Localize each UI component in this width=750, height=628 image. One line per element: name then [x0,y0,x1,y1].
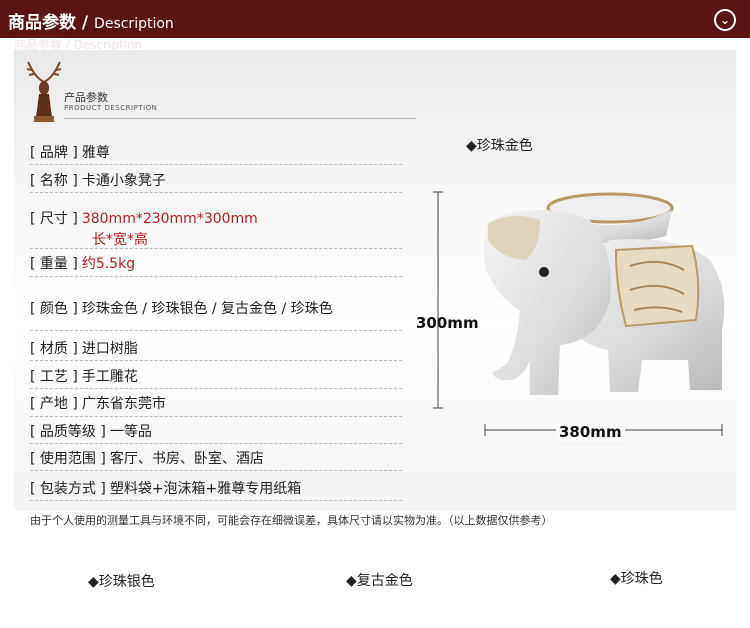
spec-value: 卡通小象凳子 [81,173,166,189]
chevron-down-circle-icon[interactable]: ⌄ [714,9,736,31]
divider [30,470,402,471]
height-dimension-label: 300mm [416,314,479,332]
elephant-stool-image [433,191,725,436]
header-separator: / [76,13,95,33]
spec-row-craft: [ 工艺 ]手工雕花 [30,366,138,386]
divider [30,500,402,501]
spec-row-origin: [ 产地 ]广东省东莞市 [30,393,166,413]
section-header: 商品参数 / Description ⌄ [0,0,750,38]
spec-value: 手工雕花 [81,369,138,385]
spec-value: 塑料袋+泡沫箱+雅尊专用纸箱 [109,481,302,497]
deer-logo-icon [26,61,62,122]
spec-row-grade: [ 品质等级 ]一等品 [30,421,152,441]
divider [30,164,402,165]
measurement-disclaimer: 由于个人使用的测量工具与环境不同，可能会存在细微误差，具体尺寸请以实物为准。（以… [30,514,553,527]
divider [30,330,402,331]
brand-title-cn: 产品参数 [64,91,108,104]
spec-label: [ 工艺 ] [30,369,78,385]
spec-row-color: [ 颜色 ]珍珠金色 / 珍珠银色 / 复古金色 / 珍珠色 [30,298,333,318]
color-label-antique-gold: ◆复古金色 [346,573,413,589]
spec-value: 进口树脂 [81,341,138,357]
spec-label: [ 尺寸 ] [30,211,78,227]
spec-row-size: [ 尺寸 ]380mm*230mm*300mm [30,208,258,228]
brand-divider [64,118,416,119]
spec-size-note: 长*宽*高 [92,232,148,248]
color-label-pearl-silver: ◆珍珠银色 [88,574,155,590]
product-color-label: ◆珍珠金色 [466,138,533,154]
divider [30,360,402,361]
divider [30,276,402,277]
spec-row-brand: [ 品牌 ]雅尊 [30,142,110,162]
spec-row-weight: [ 重量 ]约5.5kg [30,253,135,273]
spec-value: 广东省东莞市 [81,396,166,412]
brand-title-en: PRODUCT DESCRIPTION [64,104,158,112]
spec-row-material: [ 材质 ]进口树脂 [30,338,138,358]
width-dimension-label: 380mm [556,423,625,441]
spec-value: 一等品 [109,424,152,440]
spec-label: [ 名称 ] [30,173,78,189]
header-title: 商品参数 / Description [8,8,174,33]
spec-label: [ 材质 ] [30,341,78,357]
spec-value: 380mm*230mm*300mm [81,211,258,227]
spec-label: [ 使用范围 ] [30,451,106,467]
spec-value: 约5.5kg [81,256,136,272]
color-label-pearl: ◆珍珠色 [610,571,663,587]
header-title-cn: 商品参数 [8,13,76,33]
spec-label: [ 包装方式 ] [30,481,106,497]
spec-label: [ 颜色 ] [30,301,78,317]
spec-row-packaging: [ 包装方式 ]塑料袋+泡沫箱+雅尊专用纸箱 [30,478,301,498]
spec-label: [ 产地 ] [30,396,78,412]
header-reflection: 商品参数 / Description [14,38,143,52]
header-title-en: Description [94,16,174,32]
spec-label: [ 品质等级 ] [30,424,106,440]
divider [30,388,402,389]
spec-label: [ 重量 ] [30,256,78,272]
divider [30,443,402,444]
spec-value: 雅尊 [81,145,110,161]
divider [30,192,402,193]
divider [30,248,402,249]
spec-value: 珍珠金色 / 珍珠银色 / 复古金色 / 珍珠色 [81,301,333,317]
spec-label: [ 品牌 ] [30,145,78,161]
spec-row-usage: [ 使用范围 ]客厅、书房、卧室、酒店 [30,448,264,468]
spec-row-name: [ 名称 ]卡通小象凳子 [30,170,166,190]
spec-value: 客厅、书房、卧室、酒店 [109,451,264,467]
divider [30,416,402,417]
